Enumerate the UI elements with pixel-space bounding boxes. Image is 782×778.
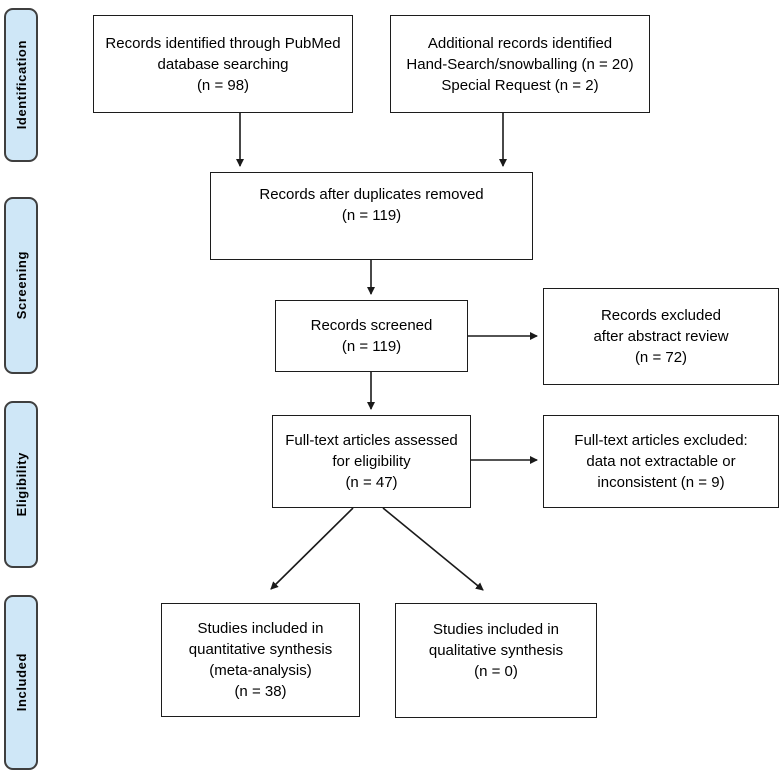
box-text-line: Special Request (n = 2) [441, 76, 599, 94]
box-text-line: inconsistent (n = 9) [597, 474, 725, 491]
box-text-line: Records after duplicates removed [259, 186, 484, 203]
box-text-line: Full-text articles excluded: [574, 432, 748, 449]
flow-box-records-excluded-abstract: Records excluded after abstract review (… [543, 288, 779, 385]
box-text-line: Studies included in [197, 620, 324, 637]
flow-box-quantitative-synthesis: Studies included in quantitative synthes… [161, 603, 360, 717]
box-text-line: database searching [157, 55, 289, 73]
box-text-line: Records excluded [600, 307, 722, 324]
flow-box-fulltext-excluded: Full-text articles excluded: data not ex… [543, 415, 779, 508]
flow-box-qualitative-synthesis: Studies included in qualitative synthesi… [395, 603, 597, 718]
stage-label-screening: Screening [4, 197, 38, 374]
stage-label-text: Eligibility [13, 452, 29, 517]
stage-label-text: Screening [13, 251, 29, 320]
stage-label-eligibility: Eligibility [4, 401, 38, 568]
arrow-fulltext-to-quantitative [270, 507, 354, 590]
box-text-line: (meta-analysis) [209, 662, 312, 679]
box-text-line: qualitative synthesis [428, 642, 564, 659]
box-text-line: quantitative synthesis [188, 641, 333, 658]
flow-box-records-screened: Records screened (n = 119) [275, 300, 468, 372]
box-text-line: Additional records identified [427, 34, 613, 52]
flow-box-fulltext-assessed: Full-text articles assessed for eligibil… [272, 415, 471, 508]
box-text-line: Records screened [310, 317, 433, 334]
box-text-line: data not extractable or [586, 453, 736, 470]
box-text-line: (n = 98) [196, 76, 250, 94]
arrow-fulltext-to-qualitative [382, 507, 484, 591]
flow-box-duplicates-removed: Records after duplicates removed (n = 11… [210, 172, 533, 260]
stage-label-text: Included [13, 653, 29, 712]
stage-label-included: Included [4, 595, 38, 770]
box-text-line: (n = 119) [341, 338, 402, 355]
box-text-line: Hand-Search/snowballing (n = 20) [406, 55, 634, 73]
box-text-line: (n = 0) [474, 663, 518, 680]
stage-label-text: Identification [13, 40, 29, 130]
box-text-line: (n = 72) [634, 349, 688, 366]
box-text-line: Full-text articles assessed [285, 432, 458, 449]
box-text-line: Records identified through PubMed [105, 34, 341, 52]
box-text-line: after abstract review [593, 328, 729, 345]
box-text-line: Studies included in [433, 621, 559, 638]
box-text-line: for eligibility [332, 453, 411, 470]
box-text-line: (n = 47) [345, 474, 398, 491]
stage-label-identification: Identification [4, 8, 38, 162]
flow-box-additional-records: Additional records identified Hand-Searc… [390, 15, 650, 113]
flow-box-records-identified-pubmed: Records identified through PubMed databa… [93, 15, 353, 113]
box-text-line: (n = 119) [341, 207, 402, 224]
box-text-line: (n = 38) [234, 683, 287, 700]
